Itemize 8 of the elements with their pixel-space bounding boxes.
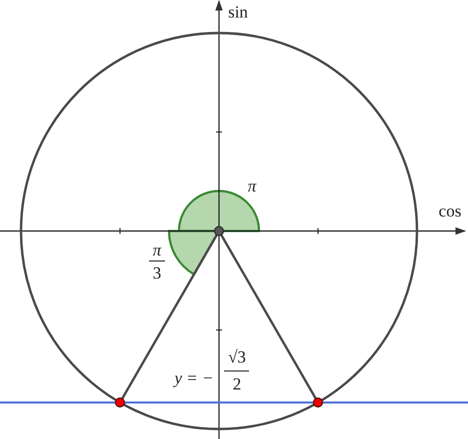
angle-label: π (248, 178, 256, 194)
axis-label: sin (228, 4, 248, 20)
axis-label: cos (438, 202, 462, 220)
fraction-denominator: 2 (232, 376, 242, 392)
fraction-numerator: √3 (228, 348, 246, 366)
equation-label: y = − (174, 370, 214, 386)
fraction-denominator: 3 (152, 264, 162, 282)
fraction-numerator: π (152, 242, 162, 258)
